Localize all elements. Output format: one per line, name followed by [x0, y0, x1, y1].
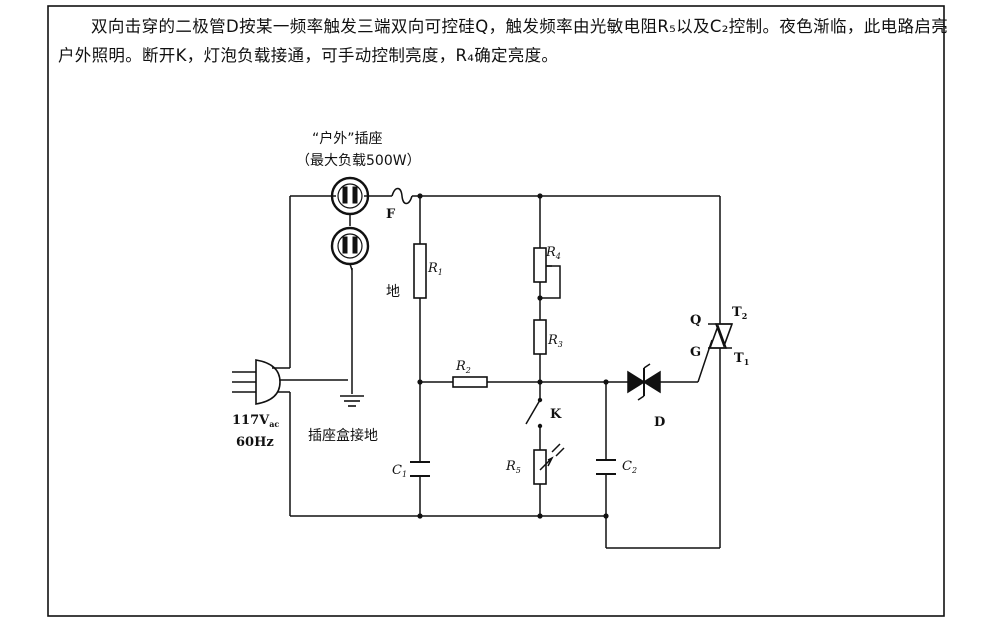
- r3-label: R3: [547, 333, 563, 349]
- fuse: [391, 187, 413, 205]
- outdoor-outlet: [330, 176, 370, 271]
- r1-label: R1: [427, 261, 443, 277]
- resistor-r3: [533, 319, 547, 355]
- t1-label: T1: [734, 351, 749, 367]
- box-ground-label: 插座盒接地: [308, 427, 378, 444]
- border: [47, 5, 945, 617]
- supply-voltage: 117Vac: [232, 413, 279, 429]
- wires: [272, 195, 721, 549]
- outlet-subtitle: （最大负载500W）: [296, 153, 421, 169]
- gate-label: G: [690, 345, 701, 360]
- c1-label: C1: [392, 463, 407, 479]
- outlet-title: “户外”插座: [312, 130, 383, 147]
- diac-label: D: [654, 415, 665, 430]
- diac-d: [627, 363, 661, 401]
- power-plug: [232, 359, 290, 405]
- caption-text: 双向击穿的二极管D按某一频率触发三端双向可控硅Q，触发频率由光敏电阻R₅以及C₂…: [58, 17, 948, 65]
- resistor-r4: [533, 247, 547, 283]
- r4-label: R4: [545, 245, 561, 261]
- r2-label: R2: [455, 359, 471, 375]
- triac-q: [708, 323, 734, 349]
- ground-symbol: [340, 395, 364, 407]
- capacitor-c1: [410, 461, 430, 477]
- capacitor-c2: [596, 459, 616, 475]
- c2-label: C2: [622, 459, 637, 475]
- photoresistor-r5: [533, 443, 565, 485]
- r5-label: R5: [505, 459, 521, 475]
- supply-frequency: 60Hz: [236, 435, 274, 450]
- switch-label: K: [550, 407, 562, 422]
- ground-wire-label: 地: [386, 284, 400, 300]
- resistor-r2: [452, 376, 488, 388]
- junctions: [417, 193, 609, 519]
- triac-label: Q: [690, 313, 701, 328]
- fuse-label: F: [386, 207, 396, 222]
- resistor-r1: [413, 243, 427, 299]
- caption: 双向击穿的二极管D按某一频率触发三端双向可控硅Q，触发频率由光敏电阻R₅以及C₂…: [58, 12, 948, 70]
- t2-label: T2: [732, 305, 747, 321]
